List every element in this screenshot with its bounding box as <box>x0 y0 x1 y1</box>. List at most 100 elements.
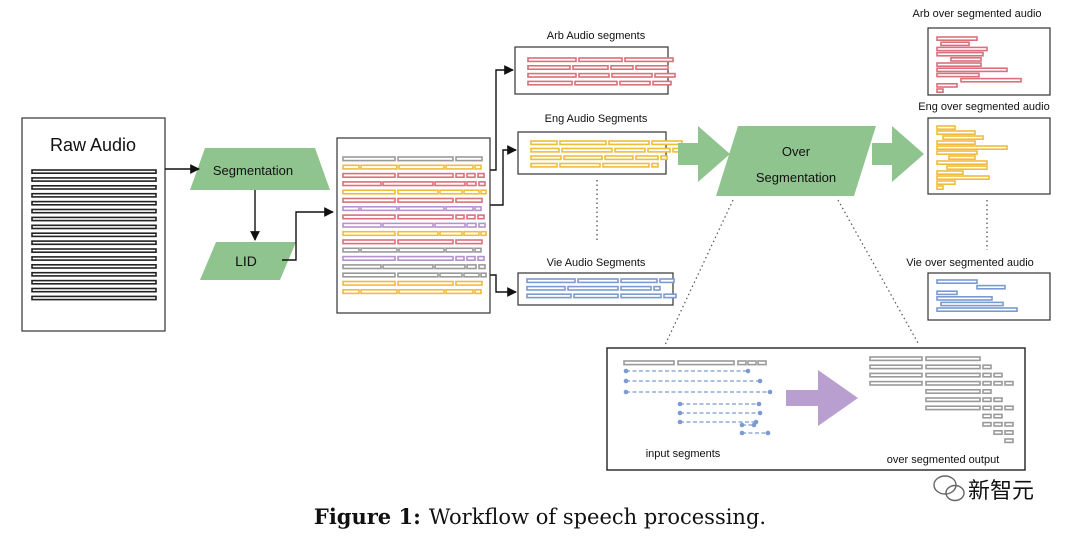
mixed-segment <box>455 156 483 162</box>
language-segment <box>563 155 603 161</box>
over-segment <box>936 279 978 285</box>
mixed-segment <box>342 230 396 237</box>
vie-over-label: Vie over segmented audio <box>906 257 1034 269</box>
mixed-segment <box>434 181 466 187</box>
mixed-segment <box>439 272 463 278</box>
over-segment <box>936 145 1008 151</box>
output-gray-segment <box>1004 421 1014 427</box>
input-segments-label: input segments <box>646 448 721 460</box>
language-segment <box>624 57 674 63</box>
arb-segments-lines <box>527 57 676 86</box>
mixed-segment <box>466 222 477 228</box>
output-gray-segment <box>993 429 1003 435</box>
mixed-segment <box>397 255 454 262</box>
over-segment <box>936 46 988 52</box>
mixed-segment <box>342 222 382 228</box>
caption-label: Figure 1: <box>314 504 421 529</box>
mixed-segment <box>398 288 445 295</box>
output-gray-segment <box>982 413 992 419</box>
arb-over-label: Arb over segmented audio <box>912 8 1041 20</box>
output-gray-segment <box>993 380 1003 386</box>
language-segment <box>572 65 609 71</box>
arb-over-lines <box>936 36 1022 94</box>
language-segment <box>620 293 662 299</box>
raw-audio-line <box>31 263 157 269</box>
mixed-segment <box>342 197 396 203</box>
over-label-line1: Over <box>782 144 811 159</box>
over-segment <box>936 160 988 166</box>
language-segment <box>578 57 623 63</box>
over-segment <box>936 180 956 186</box>
segment-endpoint <box>745 368 751 374</box>
language-segment <box>604 155 634 161</box>
language-segment <box>526 285 566 291</box>
mixed-segment <box>466 172 476 179</box>
eng-over-label: Eng over segmented audio <box>918 101 1049 113</box>
output-gray-segment <box>982 380 992 386</box>
mixed-segment <box>360 288 398 295</box>
input-gray-segment <box>757 360 767 366</box>
mixed-segment <box>463 272 480 278</box>
language-segment <box>635 65 669 71</box>
output-gray-segment <box>925 372 981 378</box>
language-segment <box>526 293 572 299</box>
mixed-segment <box>342 206 360 212</box>
mixed-segment <box>342 247 360 253</box>
mixed-segment <box>397 197 454 203</box>
mixed-segment <box>397 189 439 195</box>
mixed-segment <box>463 230 480 237</box>
mixed-segment <box>439 189 463 195</box>
output-gray-segment <box>925 397 981 403</box>
raw-audio-line <box>31 216 157 222</box>
language-segment <box>620 278 658 284</box>
mixed-segment <box>397 280 454 286</box>
over-segment <box>940 41 970 47</box>
over-segment <box>936 62 982 68</box>
output-gray-segment <box>993 405 1003 411</box>
raw-audio-line <box>31 295 157 301</box>
output-gray-segment <box>982 421 992 427</box>
mixed-segment <box>434 264 466 270</box>
mixed-segment <box>466 214 476 220</box>
mixed-segments-lines <box>342 156 487 295</box>
over-segment <box>936 125 956 131</box>
language-segment <box>530 155 562 161</box>
mixed-segment <box>360 247 398 253</box>
mixed-segment <box>439 230 463 237</box>
over-segment <box>936 140 976 146</box>
segment-endpoint <box>765 430 771 436</box>
language-segment <box>614 147 646 153</box>
segment-endpoint <box>623 378 629 384</box>
output-gray-segment <box>925 356 981 362</box>
vie-segments-label: Vie Audio Segments <box>547 257 646 269</box>
over-segment <box>976 284 1006 290</box>
segment-endpoint <box>623 389 629 395</box>
over-segment <box>936 130 976 136</box>
mixed-segment <box>477 172 485 179</box>
output-gray-segment <box>925 405 981 411</box>
output-gray-segment <box>869 380 923 386</box>
mixed-segment <box>455 172 465 179</box>
language-segment <box>610 65 634 71</box>
raw-audio-line <box>31 279 157 285</box>
segment-endpoint <box>767 389 773 395</box>
mixed-segment <box>398 206 445 212</box>
mixed-segment <box>398 164 445 170</box>
language-segment <box>527 72 577 78</box>
language-segment <box>651 162 659 168</box>
detail-input-segments <box>623 360 773 436</box>
mixed-segment <box>342 272 396 278</box>
segmentation-label: Segmentation <box>213 163 293 178</box>
mixed-segment <box>477 214 485 220</box>
vie-segments-lines <box>526 278 677 299</box>
over-segment <box>936 170 964 176</box>
mixed-segment <box>342 264 382 270</box>
over-segment <box>948 155 976 161</box>
mixed-segment <box>455 280 483 286</box>
language-segment <box>530 162 558 168</box>
segment-endpoint <box>757 410 763 416</box>
over-segment <box>936 36 978 42</box>
mixed-segment <box>342 189 396 195</box>
mixed-segment <box>342 172 396 179</box>
